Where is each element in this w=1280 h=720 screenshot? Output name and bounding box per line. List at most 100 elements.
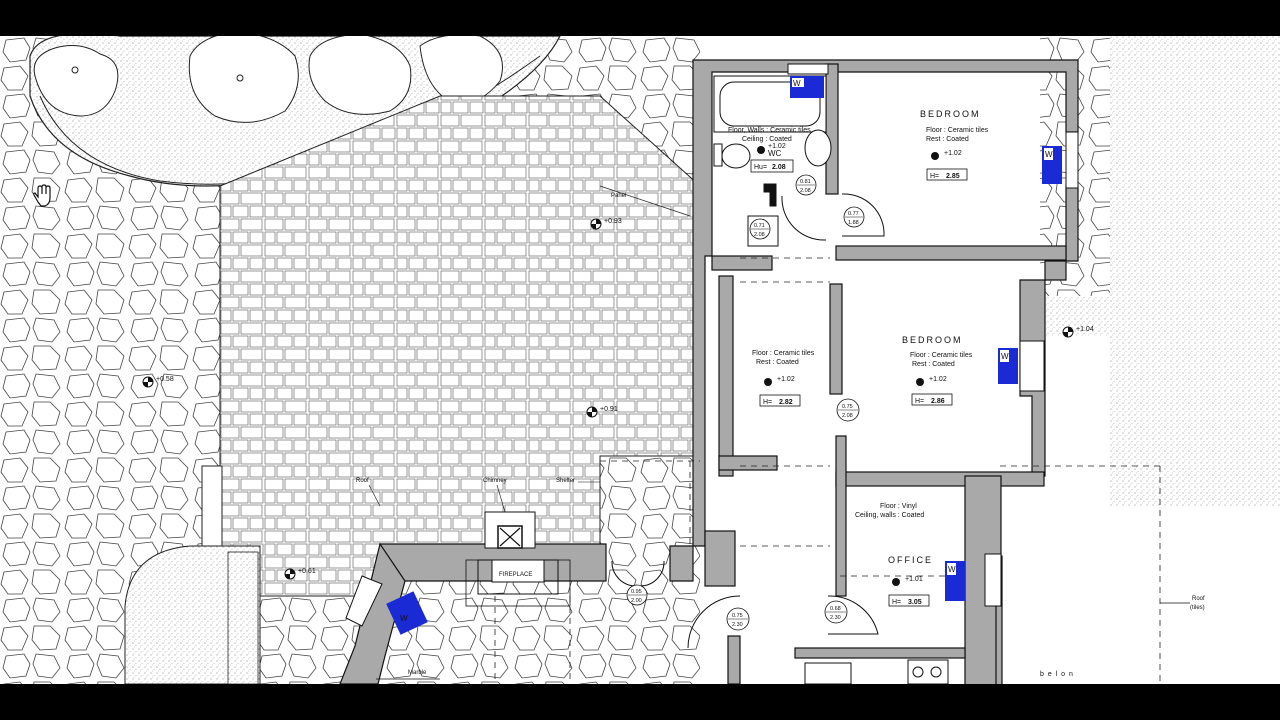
level-marker-yard: +1.04 [1062,326,1094,338]
tree-canopies [33,36,503,123]
svg-text:2.30: 2.30 [830,615,841,621]
svg-text:W: W [1001,352,1009,361]
svg-text:Floor : Ceramic tiles: Floor : Ceramic tiles [752,350,815,357]
svg-text:2.08: 2.08 [754,232,765,238]
svg-text:H=: H= [915,398,924,405]
window-tag-1[interactable]: W [790,76,824,98]
svg-text:+0.58: +0.58 [156,376,174,383]
wc-height: 2.08 [772,164,786,171]
svg-text:Floor : Vinyl: Floor : Vinyl [880,503,917,510]
svg-text:2.08: 2.08 [800,188,811,194]
door-tag[interactable]: 0.71 2.08 [749,218,771,240]
shelter-label: Shelter [556,478,575,484]
svg-text:0.75: 0.75 [842,404,853,410]
svg-text:Hu=: Hu= [754,164,767,171]
svg-text:2.00: 2.00 [631,598,642,604]
wc-level: +1.02 [768,143,786,150]
svg-text:2.86: 2.86 [931,398,945,405]
svg-text:Floor : Ceramic tiles: Floor : Ceramic tiles [926,127,989,134]
svg-text:Rest : Coated: Rest : Coated [756,359,799,366]
neighbour-stipple [1110,36,1280,506]
door-tag[interactable]: 0.68 2.30 [824,600,848,624]
window-tag-2[interactable]: W [1042,146,1062,184]
svg-text:0.77: 0.77 [848,211,859,217]
room-wc[interactable]: Floor, Walls : Ceramic tiles Ceiling : C… [728,127,811,173]
door-tag[interactable]: 0.75 2.08 [836,398,860,422]
svg-text:H=: H= [930,173,939,180]
svg-text:1.88: 1.88 [848,220,859,226]
svg-text:+1.02: +1.02 [929,376,947,383]
door-tag[interactable]: 0.95 2.00 [626,584,648,606]
kitchen-counter [804,659,949,684]
room-office[interactable]: Floor : Vinyl Ceiling, walls : Coated OF… [855,503,933,607]
fireplace-label: FIREPLACE [499,572,532,578]
roof-label: Roof [356,478,369,484]
svg-text:Floor : Ceramic tiles: Floor : Ceramic tiles [910,352,973,359]
svg-text:Rest : Coated: Rest : Coated [912,361,955,368]
door-tag[interactable]: 0.75 2.30 [726,607,750,631]
svg-text:2.30: 2.30 [732,622,743,628]
svg-text:0.68: 0.68 [830,606,841,612]
svg-text:0.75: 0.75 [732,613,743,619]
level-marker-icon [757,146,765,154]
fireplace [465,511,571,607]
window-tag-5[interactable]: W [386,591,428,635]
svg-text:0.95: 0.95 [631,589,642,595]
svg-text:+1.02: +1.02 [777,376,795,383]
room-bedroom-2[interactable]: BEDROOM Floor : Ceramic tiles Rest : Coa… [902,335,973,406]
brick-terrace [219,95,701,597]
marble-label: Marble [408,670,427,676]
office-name: OFFICE [888,555,933,565]
svg-text:+1.02: +1.02 [944,150,962,157]
level-marker-icon [916,378,924,386]
roof-tiles-label: Roof [1192,596,1205,602]
garden-paving-top [560,36,700,96]
panel-label: Panel [611,193,626,199]
window-tag-3[interactable]: W [998,348,1018,384]
level-marker-garden: +0.58 [142,376,174,388]
level-marker-icon [892,578,900,586]
bedroom1-name: BEDROOM [920,109,981,119]
level-marker-icon [931,152,939,160]
window-frames [787,63,1079,607]
bedroom2-name: BEDROOM [902,335,963,345]
room-hall[interactable]: Floor : Ceramic tiles Rest : Coated +1.0… [752,350,815,407]
level-marker-lower-left: +0.61 [284,568,316,580]
svg-text:2.82: 2.82 [779,399,793,406]
svg-text:3.05: 3.05 [908,599,922,606]
svg-text:W: W [793,79,801,88]
svg-text:+1.04: +1.04 [1076,326,1094,333]
svg-text:+1.01: +1.01 [905,576,923,583]
svg-text:+0.93: +0.93 [604,218,622,225]
svg-text:0.81: 0.81 [800,179,811,185]
svg-text:2.08: 2.08 [842,413,853,419]
svg-text:2.85: 2.85 [946,173,960,180]
window-tag-4[interactable]: W [945,561,965,601]
floor-plan-drawing[interactable]: W W W W W Floor, Walls : Ceramic tiles C… [0,36,1280,684]
bay-window [345,575,383,627]
svg-text:W: W [400,614,408,623]
room-bedroom-1[interactable]: BEDROOM Floor : Ceramic tiles Rest : Coa… [920,109,989,181]
svg-text:+0.91: +0.91 [600,406,618,413]
tree-trunk [71,66,79,74]
svg-text:0.71: 0.71 [754,223,765,229]
leader-lines [368,481,600,513]
svg-text:H=: H= [763,399,772,406]
svg-text:W: W [948,565,956,574]
svg-text:Rest : Coated: Rest : Coated [926,136,969,143]
level-marker-icon [764,378,772,386]
drawing-viewport[interactable]: W W W W W Floor, Walls : Ceramic tiles C… [0,36,1280,684]
roof-tiles-label-2: (tiles) [1190,605,1205,611]
svg-text:+0.61: +0.61 [298,568,316,575]
svg-text:Ceiling, walls : Coated: Ceiling, walls : Coated [855,512,924,519]
svg-text:H=: H= [892,599,901,606]
chimney-label: Chimney [483,478,507,484]
door-tag[interactable]: 0.77 1.88 [843,206,865,228]
door-tag[interactable]: 0.81 2.08 [795,174,817,196]
neighbour-stipple-2 [1040,296,1110,336]
wc-name: WC [768,149,782,158]
svg-text:W: W [1045,150,1053,159]
level-marker-terrace-top: +0.93 [590,218,622,230]
below-label: b e l o n [1040,671,1074,678]
wc-ceiling-line: Ceiling : Coated [742,136,792,143]
